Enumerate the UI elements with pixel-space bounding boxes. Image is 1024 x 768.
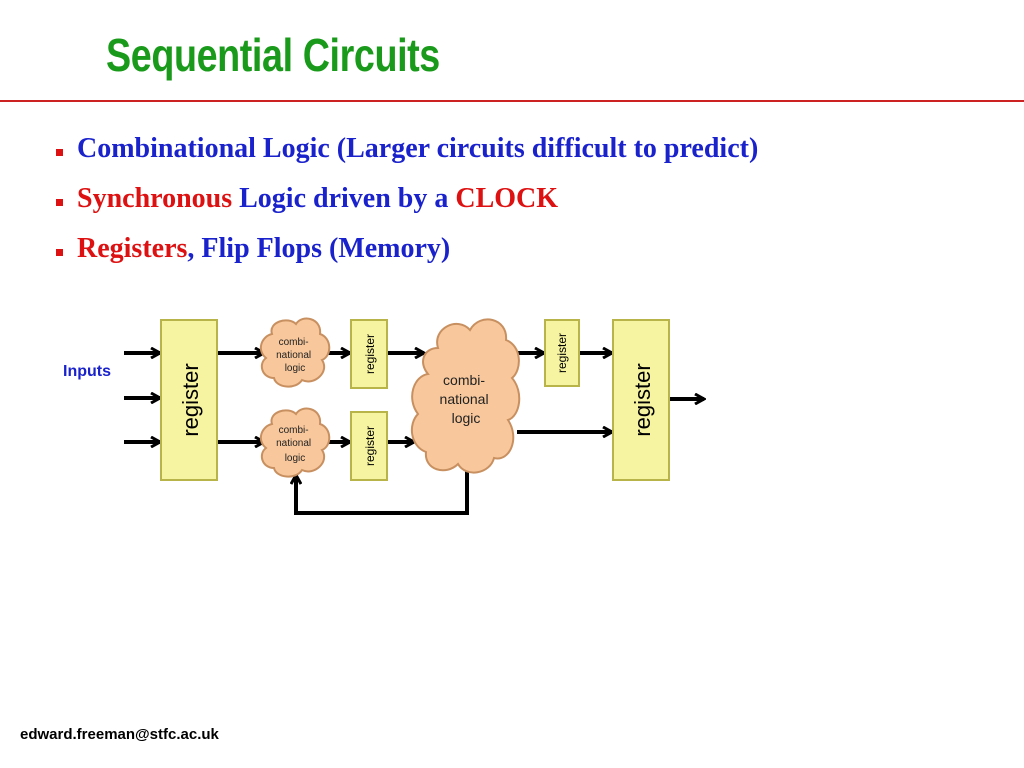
bullet-text-synchronous: Synchronous: [77, 183, 233, 214]
bullet-text-clock: CLOCK: [455, 183, 559, 214]
bullet-text-flip-flops: , Flip Flops (Memory): [187, 233, 451, 264]
footer-email: edward.freeman@stfc.ac.uk: [20, 726, 219, 743]
bullet-text: Combinational Logic (Larger circuits dif…: [77, 133, 759, 164]
register-upper-right: register: [544, 319, 580, 387]
cloud-lower-label-line2: national: [276, 438, 311, 449]
bullet-marker: [56, 198, 63, 206]
cloud-lower-label-line3: logic: [285, 453, 306, 464]
bullet-marker: [56, 148, 63, 156]
slide-title: Sequential Circuits: [106, 29, 440, 81]
bullet-text-logic-driven: Logic driven by a: [232, 183, 456, 214]
cloud-combinational-lower: combi- national logic: [259, 407, 331, 478]
bullet-list: Combinational Logic (Larger circuits dif…: [56, 124, 996, 274]
register-input-label: register: [178, 363, 203, 436]
cloud-large-label-line3: logic: [452, 410, 481, 426]
cloud-large-label-line1: combi-: [443, 372, 485, 388]
title-divider: [0, 100, 1024, 102]
bullet-combinational-logic: Combinational Logic (Larger circuits dif…: [56, 124, 996, 174]
svg-text:combi- national lo: combi- national logic: [440, 372, 493, 426]
register-lower-middle-label: register: [363, 426, 377, 466]
register-lower-middle: register: [350, 411, 388, 481]
register-output-label: register: [630, 363, 655, 436]
cloud-combinational-large: combi- national logic: [410, 318, 521, 474]
cloud-upper-label-line1: combi-: [279, 337, 309, 348]
register-upper-middle-label: register: [363, 334, 377, 374]
bullet-synchronous-logic: Synchronous Logic driven by a CLOCK: [56, 174, 996, 224]
connection-wires: [217, 353, 704, 515]
cloud-large-label-line2: national: [440, 391, 489, 407]
register-output: register: [612, 319, 670, 481]
bullet-text-registers: Registers: [77, 233, 188, 264]
cloud-lower-label-line1: combi-: [279, 425, 309, 436]
svg-text:combi- national lo: combi- national logic: [276, 425, 314, 464]
cloud-upper-label-line2: national: [276, 350, 311, 361]
register-upper-middle: register: [350, 319, 388, 389]
bullet-registers: Registers , Flip Flops (Memory): [56, 224, 996, 274]
inputs-label: Inputs: [63, 363, 111, 380]
bullet-marker: [56, 248, 63, 256]
cloud-combinational-upper: combi- national logic: [259, 317, 331, 388]
input-arrows: [124, 353, 160, 442]
svg-text:combi- national lo: combi- national logic: [276, 337, 314, 374]
register-input: register: [160, 319, 218, 481]
register-upper-right-label: register: [555, 333, 569, 373]
cloud-upper-label-line3: logic: [285, 363, 306, 374]
